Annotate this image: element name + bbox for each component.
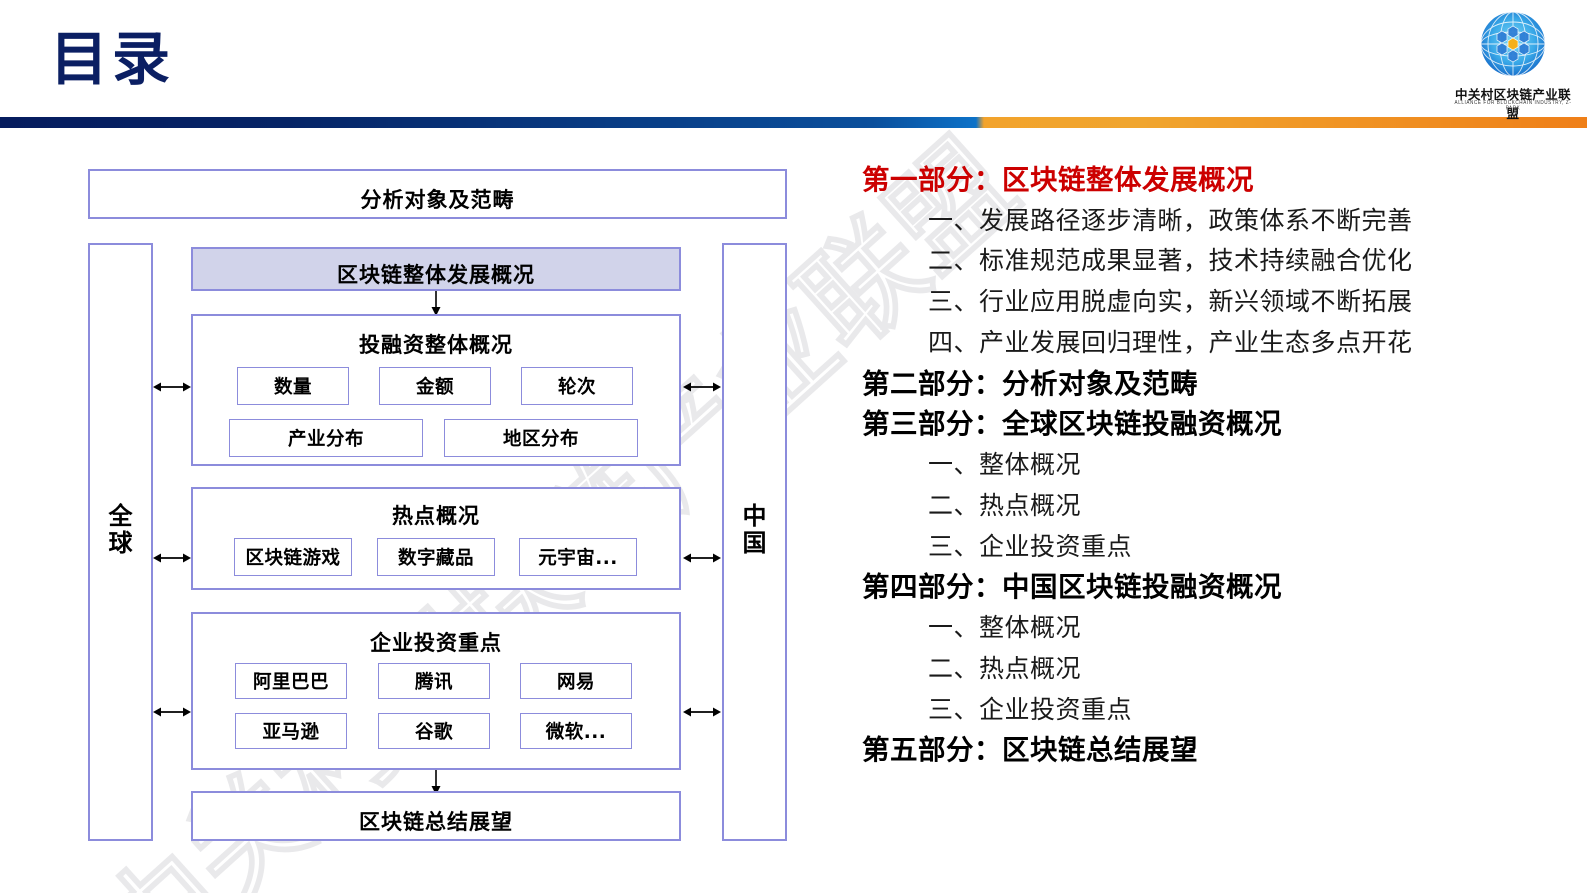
globe-hexagon-icon bbox=[1471, 8, 1555, 84]
toc-sub-12[interactable]: 一、整体概况 bbox=[928, 613, 1082, 642]
toc-part-11[interactable]: 第四部分：中国区块链投融资概况 bbox=[862, 571, 1282, 604]
diagram-top-box-label: 分析对象及范畴 bbox=[360, 188, 515, 212]
header-divider bbox=[0, 117, 1587, 128]
diagram-right-column[interactable]: 中国 bbox=[722, 243, 787, 841]
diagram-highlight-box-label: 区块链整体发展概况 bbox=[337, 263, 535, 287]
diagram-chip-google[interactable]: 谷歌 bbox=[378, 713, 490, 749]
diagram-group-1-title: 投融资整体概况 bbox=[359, 333, 513, 357]
diagram-top-box[interactable]: 分析对象及范畴 bbox=[88, 169, 787, 219]
diagram-chip-metaverse[interactable]: 元宇宙... bbox=[519, 538, 637, 576]
down-arrow-icon-1 bbox=[425, 291, 447, 320]
diagram-left-column-label: 全球 bbox=[108, 502, 133, 557]
diagram-bottom-box-label: 区块链总结展望 bbox=[359, 810, 513, 834]
down-arrow-icon-2 bbox=[425, 770, 447, 799]
page-header: 目录 bbox=[0, 0, 1587, 128]
toc-part-7[interactable]: 第三部分：全球区块链投融资概况 bbox=[862, 408, 1282, 441]
toc-sub-9[interactable]: 二、热点概况 bbox=[928, 490, 1082, 520]
diagram-chip-blockchain-game[interactable]: 区块链游戏 bbox=[234, 538, 352, 576]
toc-sub-5[interactable]: 四、产业发展回归理性，产业生态多点开花 bbox=[928, 327, 1413, 357]
diagram-left-column[interactable]: 全球 bbox=[88, 243, 153, 841]
diagram-chip-alibaba[interactable]: 阿里巴巴 bbox=[235, 663, 347, 699]
double-arrow-icon-right-2 bbox=[683, 549, 721, 571]
diagram-right-column-label: 中国 bbox=[742, 502, 767, 557]
brand-logo: 中关村区块链产业联盟 ALLIANCE FOR BLOCKCHAIN INDUS… bbox=[1449, 8, 1577, 121]
diagram-chip-industry-distribution[interactable]: 产业分布 bbox=[229, 419, 423, 457]
diagram-chip-region-distribution[interactable]: 地区分布 bbox=[444, 419, 638, 457]
toc-sub-13[interactable]: 二、热点概况 bbox=[928, 653, 1082, 683]
table-of-contents: 第一部分：区块链整体发展概况一、发展路径逐步清晰，政策体系不断完善二、标准规范成… bbox=[862, 160, 1562, 880]
toc-part-6[interactable]: 第二部分：分析对象及范畴 bbox=[862, 367, 1198, 400]
toc-sub-2[interactable]: 一、发展路径逐步清晰，政策体系不断完善 bbox=[928, 205, 1413, 235]
structure-diagram: 分析对象及范畴 全球 中国 区块链整体发展概况 投融资整体概况 数量 金额 轮次… bbox=[88, 169, 787, 841]
diagram-chip-round[interactable]: 轮次 bbox=[521, 367, 633, 405]
toc-sub-3[interactable]: 二、标准规范成果显著，技术持续融合优化 bbox=[928, 246, 1413, 276]
toc-sub-10[interactable]: 三、企业投资重点 bbox=[928, 531, 1133, 561]
toc-part-15[interactable]: 第五部分：区块链总结展望 bbox=[862, 734, 1198, 767]
diagram-chip-digital-collectible[interactable]: 数字藏品 bbox=[377, 538, 495, 576]
toc-part-1[interactable]: 第一部分：区块链整体发展概况 bbox=[862, 164, 1254, 196]
diagram-bottom-box[interactable]: 区块链总结展望 bbox=[191, 791, 681, 841]
logo-name: 中关村区块链产业联盟 bbox=[1454, 87, 1572, 121]
double-arrow-icon-left-2 bbox=[153, 549, 191, 571]
double-arrow-icon-right-3 bbox=[683, 703, 721, 725]
double-arrow-icon-left-1 bbox=[153, 378, 191, 400]
diagram-highlight-box[interactable]: 区块链整体发展概况 bbox=[191, 247, 681, 291]
double-arrow-icon-right-1 bbox=[683, 378, 721, 400]
logo-subtitle: ALLIANCE FOR BLOCKCHAIN INDUSTRY, Z-PARK bbox=[1454, 99, 1572, 111]
diagram-group-2-title: 热点概况 bbox=[392, 504, 480, 528]
diagram-chip-netease[interactable]: 网易 bbox=[520, 663, 632, 699]
page-title: 目录 bbox=[50, 25, 175, 93]
diagram-chip-amazon[interactable]: 亚马逊 bbox=[235, 713, 347, 749]
double-arrow-icon-left-3 bbox=[153, 703, 191, 725]
toc-sub-8[interactable]: 一、整体概况 bbox=[928, 450, 1082, 480]
diagram-chip-amount[interactable]: 金额 bbox=[379, 367, 491, 405]
diagram-group-3-title: 企业投资重点 bbox=[370, 631, 502, 655]
toc-sub-14[interactable]: 三、企业投资重点 bbox=[928, 694, 1133, 724]
diagram-chip-tencent[interactable]: 腾讯 bbox=[378, 663, 490, 699]
toc-sub-4[interactable]: 三、行业应用脱虚向实，新兴领域不断拓展 bbox=[928, 287, 1413, 317]
diagram-chip-quantity[interactable]: 数量 bbox=[237, 367, 349, 405]
diagram-chip-microsoft[interactable]: 微软... bbox=[520, 713, 632, 749]
